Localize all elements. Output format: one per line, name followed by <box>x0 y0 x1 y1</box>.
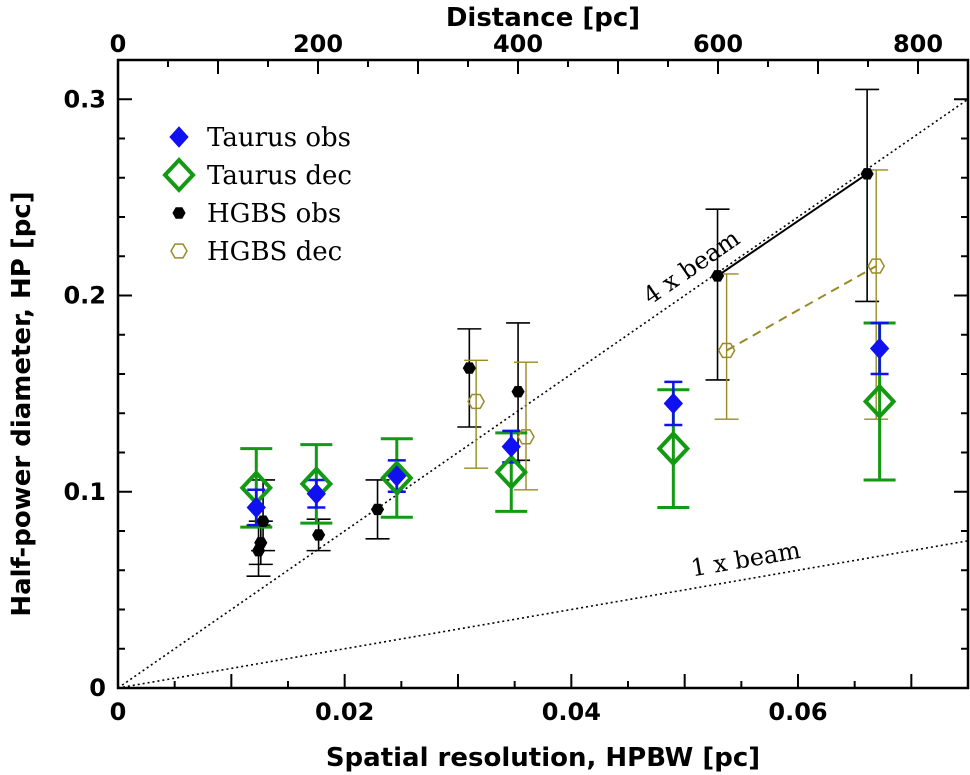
y-tick-label: 0.2 <box>63 282 106 310</box>
hgbs-obs-point <box>710 270 725 282</box>
hgbs-dec-point <box>717 342 736 359</box>
hgbs-obs-point <box>860 168 874 180</box>
x-tick-label: 0.02 <box>315 698 374 726</box>
legend-marker-taurus-obs <box>169 126 189 148</box>
reference-line-label-2: 1 x beam <box>689 536 803 583</box>
top-tick-label: 200 <box>293 30 343 58</box>
taurus-dec-point <box>656 430 691 467</box>
legend-marker-hgbs-dec <box>170 243 188 259</box>
taurus-dec-point <box>380 460 414 496</box>
hgbs-obs-point <box>312 529 326 541</box>
legend-marker-taurus-dec <box>162 157 196 193</box>
hgbs-dec-point <box>517 429 535 445</box>
top-tick-label: 600 <box>693 30 743 58</box>
legend-label-taurus-dec: Taurus dec <box>207 161 352 191</box>
legend-marker-hgbs-obs <box>172 207 186 219</box>
plot-frame <box>116 58 970 690</box>
hgbs-dec-point <box>867 258 886 274</box>
y-axis-title: Half-power diameter, HP [pc] <box>7 191 37 616</box>
hgbs-obs-point <box>462 362 476 374</box>
connector-line-2 <box>726 265 877 352</box>
top-tick-label: 800 <box>893 30 943 58</box>
y-tick-label: 0.1 <box>63 478 106 506</box>
taurus-obs-point <box>869 337 890 360</box>
reference-line-2 <box>117 540 969 689</box>
legend-label-taurus-obs: Taurus obs <box>207 123 351 153</box>
taurus-obs-point <box>306 482 327 505</box>
legend-label-hgbs-obs: HGBS obs <box>207 199 341 229</box>
connector-line-1 <box>716 172 868 277</box>
top-tick-label: 0 <box>110 30 127 58</box>
x-tick-label: 0.04 <box>542 698 601 726</box>
top-axis-title: Distance [pc] <box>446 3 640 33</box>
taurus-obs-point <box>501 435 521 458</box>
y-tick-label: 0 <box>89 674 106 702</box>
hgbs-obs-point <box>254 537 268 549</box>
taurus-dec-point <box>862 383 897 420</box>
taurus-obs-point <box>663 392 684 415</box>
x-axis-title: Spatial resolution, HPBW [pc] <box>326 743 760 773</box>
y-tick-label: 0.3 <box>63 85 106 113</box>
taurus-obs-point <box>387 465 407 487</box>
taurus-dec-point <box>494 454 529 491</box>
x-tick-label: 0.06 <box>768 698 827 726</box>
legend-label-hgbs-dec: HGBS dec <box>207 237 342 267</box>
x-tick-label: 0 <box>110 698 127 726</box>
hgbs-dec-point <box>467 393 485 410</box>
reference-line-1 <box>117 98 969 689</box>
hgbs-obs-point <box>370 503 385 516</box>
hgbs-obs-point <box>256 515 270 527</box>
taurus-obs-point <box>246 496 266 519</box>
top-tick-label: 400 <box>493 30 543 58</box>
hgbs-obs-point <box>511 385 525 398</box>
